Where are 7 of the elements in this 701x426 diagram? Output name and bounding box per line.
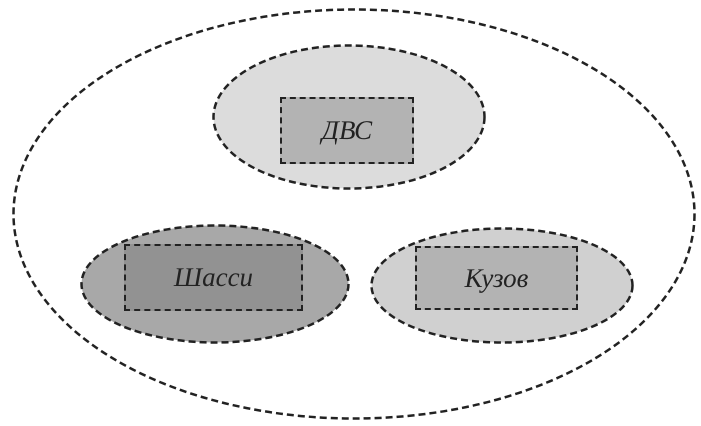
component-box: Шасси <box>124 244 303 311</box>
ellipse-region <box>12 8 696 420</box>
ellipse-region <box>80 224 350 344</box>
ellipse-region <box>370 227 634 344</box>
ellipse-region <box>212 44 486 190</box>
component-box: ДВС <box>280 97 414 164</box>
component-box: Кузов <box>415 246 578 310</box>
